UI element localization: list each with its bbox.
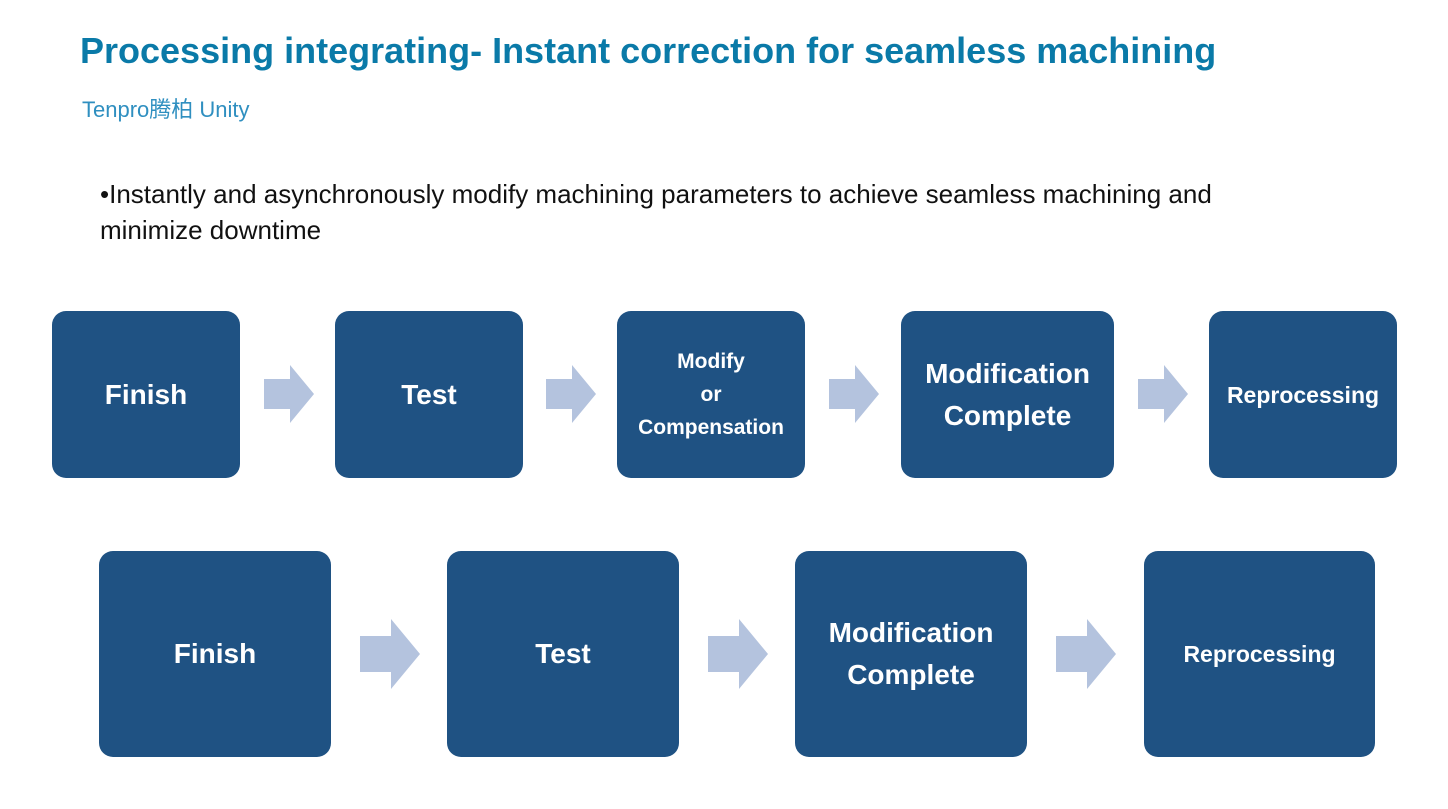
top-step-modify-line3: Compensation (638, 416, 784, 439)
top-step-reprocessing-label: Reprocessing (1226, 381, 1380, 408)
top-arrow-2-icon (546, 365, 596, 423)
bottom-step-modification-line2: Complete (847, 659, 975, 690)
bullet-text: •Instantly and asynchronously modify mac… (100, 179, 1212, 245)
top-arrow-3-icon (829, 365, 879, 423)
bottom-step-test: Test (447, 551, 679, 757)
top-arrow-1-icon (264, 365, 314, 423)
bottom-arrow-1-icon (360, 619, 420, 689)
top-step-modification-complete: Modification Complete (901, 311, 1114, 478)
bottom-arrow-3-icon (1056, 619, 1116, 689)
top-arrow-4-icon (1138, 365, 1188, 423)
bottom-step-test-label: Test (535, 638, 591, 669)
bottom-arrow-2-icon (708, 619, 768, 689)
bottom-step-reprocessing-label: Reprocessing (1183, 641, 1336, 667)
top-step-modification-line2: Complete (943, 399, 1072, 431)
bottom-step-modification-complete: Modification Complete (795, 551, 1027, 757)
top-step-modify-line2: or (700, 383, 722, 406)
bottom-step-reprocessing: Reprocessing (1144, 551, 1375, 757)
top-step-reprocessing: Reprocessing (1209, 311, 1397, 478)
top-step-modification-line1: Modification (925, 357, 1090, 389)
bottom-step-finish: Finish (99, 551, 331, 757)
top-step-modify: Modify or Compensation (617, 311, 805, 478)
brand-subtitle: Tenpro腾柏 Unity (82, 97, 250, 122)
page-title: Processing integrating- Instant correcti… (80, 30, 1217, 71)
top-step-test: Test (335, 311, 523, 478)
top-step-modify-line1: Modify (677, 350, 745, 373)
top-step-test-label: Test (401, 378, 457, 410)
bottom-step-modification-line1: Modification (828, 617, 994, 648)
top-step-finish: Finish (52, 311, 240, 478)
top-step-finish-label: Finish (104, 378, 188, 410)
bottom-step-finish-label: Finish (173, 638, 257, 669)
